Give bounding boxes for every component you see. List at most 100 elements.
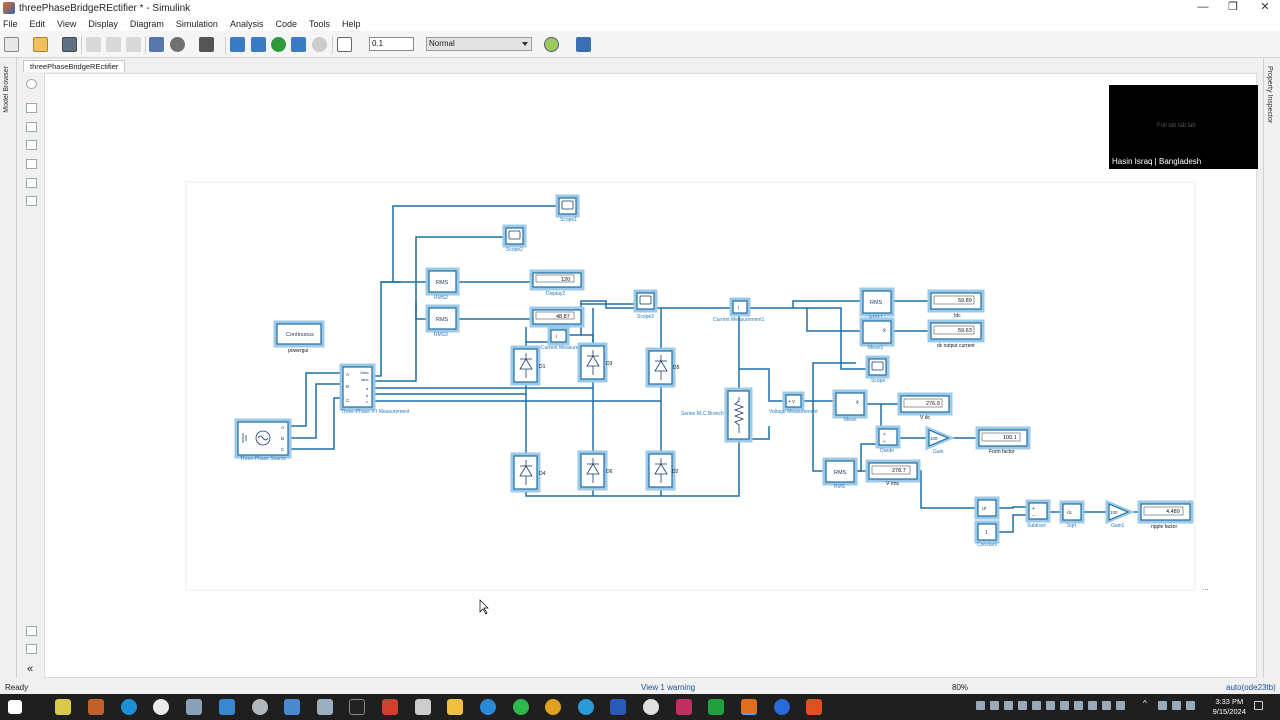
battery-icon[interactable] bbox=[1186, 701, 1195, 710]
diode-d1-block[interactable]: D1 bbox=[510, 345, 546, 386]
minimize-button[interactable]: — bbox=[1197, 1, 1209, 13]
constant-block[interactable]: 1 Constant bbox=[974, 520, 1000, 548]
save-icon[interactable] bbox=[62, 37, 77, 52]
chrome-icon[interactable] bbox=[545, 699, 561, 715]
model-browser-strip[interactable] bbox=[0, 58, 17, 678]
taskbar-clock[interactable]: 3:33 PM 9/15/2024 bbox=[1213, 697, 1246, 717]
scope2-block[interactable]: Scope2 bbox=[502, 224, 527, 253]
current-measurement1-block[interactable]: i Current Measurement1 bbox=[713, 297, 765, 323]
chrome-profile-icon[interactable] bbox=[643, 699, 659, 715]
rms1-block[interactable]: RMS RMS1 bbox=[859, 287, 895, 321]
area-icon[interactable] bbox=[26, 196, 37, 206]
current-measurement-block[interactable]: i Current Measurement bbox=[541, 326, 590, 351]
property-inspector-strip[interactable] bbox=[1263, 58, 1280, 678]
square-block[interactable]: u² bbox=[974, 496, 1000, 520]
menu-edit[interactable]: Edit bbox=[29, 18, 46, 29]
rms2-block[interactable]: RMS RMS2 bbox=[425, 267, 460, 301]
vrms-display-block[interactable]: 278.7 V rms bbox=[865, 459, 921, 487]
data-inspector-icon[interactable] bbox=[337, 37, 352, 52]
edge-icon[interactable] bbox=[480, 699, 496, 715]
menu-diagram[interactable]: Diagram bbox=[129, 18, 164, 29]
menu-help[interactable]: Help bbox=[342, 18, 361, 29]
voltage-measurement-block[interactable]: + v Voltage Measurement bbox=[769, 391, 818, 415]
arrow-icon[interactable] bbox=[26, 140, 37, 150]
rms3-block[interactable]: RMS RMS3 bbox=[425, 304, 460, 338]
image-icon[interactable] bbox=[26, 178, 37, 188]
tray-icon-11[interactable] bbox=[1116, 701, 1125, 710]
annotation-icon[interactable] bbox=[26, 159, 37, 169]
network-icon[interactable] bbox=[1158, 701, 1167, 710]
tray-icon-2[interactable] bbox=[990, 701, 999, 710]
stop-icon[interactable] bbox=[312, 37, 327, 52]
tray-icon-5[interactable] bbox=[1032, 701, 1041, 710]
volume-icon[interactable] bbox=[1172, 701, 1181, 710]
terminal-icon[interactable] bbox=[349, 699, 365, 715]
menu-tools[interactable]: Tools bbox=[308, 18, 330, 29]
model-explorer-icon[interactable] bbox=[199, 37, 214, 52]
tray-icon-7[interactable] bbox=[1060, 701, 1069, 710]
app-icon-store[interactable] bbox=[284, 699, 300, 715]
back-icon[interactable] bbox=[86, 37, 101, 52]
divide-block[interactable]: × ÷ Divide bbox=[875, 425, 901, 454]
sqrt-block[interactable]: √u Sqrt bbox=[1059, 500, 1085, 529]
gain1-block[interactable]: 100 Gain1 bbox=[1105, 499, 1135, 529]
forward-icon[interactable] bbox=[106, 37, 121, 52]
status-solver[interactable]: auto(ode23tb) bbox=[1226, 683, 1276, 692]
skype-icon[interactable] bbox=[121, 699, 137, 715]
display3-block[interactable]: 48.87 bbox=[529, 306, 585, 328]
app-icon-media[interactable] bbox=[676, 699, 692, 715]
zoom-icon[interactable] bbox=[774, 699, 790, 715]
stop-time-input[interactable]: 0.1 bbox=[369, 37, 414, 51]
menu-display[interactable]: Display bbox=[88, 18, 118, 29]
new-model-icon[interactable] bbox=[4, 37, 19, 52]
windows-start-icon[interactable] bbox=[8, 700, 22, 714]
tray-icon-10[interactable] bbox=[1102, 701, 1111, 710]
hide-show-icon[interactable] bbox=[26, 79, 37, 89]
vdc-display-block[interactable]: 276.9 V dc bbox=[897, 392, 953, 421]
app-icon-office[interactable] bbox=[382, 699, 398, 715]
gain-block[interactable]: 100 Gain bbox=[925, 425, 955, 455]
property-inspector-label[interactable]: Property Inspector bbox=[1266, 66, 1273, 124]
menu-analysis[interactable]: Analysis bbox=[229, 18, 264, 29]
mean-block[interactable]: x̄ Mean bbox=[832, 389, 868, 423]
vi-measurement-block[interactable]: A B C Vabc Iabc a b c Three-Phase V-I Me… bbox=[339, 363, 410, 415]
diode-d5-block[interactable]: D5 bbox=[645, 347, 680, 388]
simulation-mode-select[interactable]: Normal bbox=[426, 37, 532, 51]
diagram-canvas[interactable]: .blk { fill: #fff; stroke: #1f6fa3; stro… bbox=[44, 73, 1257, 678]
tray-icon-6[interactable] bbox=[1046, 701, 1055, 710]
powergui-block[interactable]: Continuous powergui bbox=[273, 320, 325, 354]
notification-icon[interactable] bbox=[1254, 701, 1263, 710]
tray-icon-3[interactable] bbox=[1004, 701, 1013, 710]
open-folder-icon[interactable] bbox=[33, 37, 48, 52]
tray-icon-8[interactable] bbox=[1074, 701, 1083, 710]
whatsapp-icon[interactable] bbox=[513, 699, 529, 715]
step-forward-icon[interactable] bbox=[291, 37, 306, 52]
build-grid-icon[interactable] bbox=[576, 37, 591, 52]
step-back-icon[interactable] bbox=[230, 37, 245, 52]
tray-icon-1[interactable] bbox=[976, 701, 985, 710]
collapse-icon[interactable]: « bbox=[27, 663, 34, 675]
explorer-bar-icon[interactable] bbox=[26, 644, 37, 654]
menu-simulation[interactable]: Simulation bbox=[175, 18, 218, 29]
model-browser-label[interactable]: Model Browser bbox=[3, 66, 10, 113]
diode-d4-block[interactable]: D4 bbox=[510, 452, 546, 493]
mail-icon[interactable] bbox=[219, 699, 235, 715]
form-factor-display-block[interactable]: 100.1 Form factor bbox=[975, 426, 1031, 455]
status-warning-link[interactable]: View 1 warning bbox=[641, 683, 696, 692]
run-icon[interactable] bbox=[271, 37, 286, 52]
library-browser-icon[interactable] bbox=[149, 37, 164, 52]
rms-block[interactable]: RMS RMS bbox=[822, 457, 858, 490]
idc-display-block[interactable]: 59.89 Idc bbox=[927, 289, 985, 319]
subtract-block[interactable]: + − Subtract bbox=[1025, 499, 1051, 529]
excel-icon[interactable] bbox=[708, 699, 724, 715]
menu-file[interactable]: File bbox=[3, 18, 18, 29]
rewind-icon[interactable] bbox=[251, 37, 266, 52]
scope3-block[interactable]: Scope3 bbox=[633, 289, 658, 320]
menu-code[interactable]: Code bbox=[275, 18, 297, 29]
matlab-icon[interactable] bbox=[741, 699, 757, 715]
app-icon-files[interactable] bbox=[186, 699, 202, 715]
zoom-icon[interactable] bbox=[26, 103, 37, 113]
app-icon-cloud[interactable] bbox=[252, 699, 268, 715]
app-icon-mw[interactable] bbox=[415, 699, 431, 715]
brave-icon[interactable] bbox=[806, 699, 822, 715]
